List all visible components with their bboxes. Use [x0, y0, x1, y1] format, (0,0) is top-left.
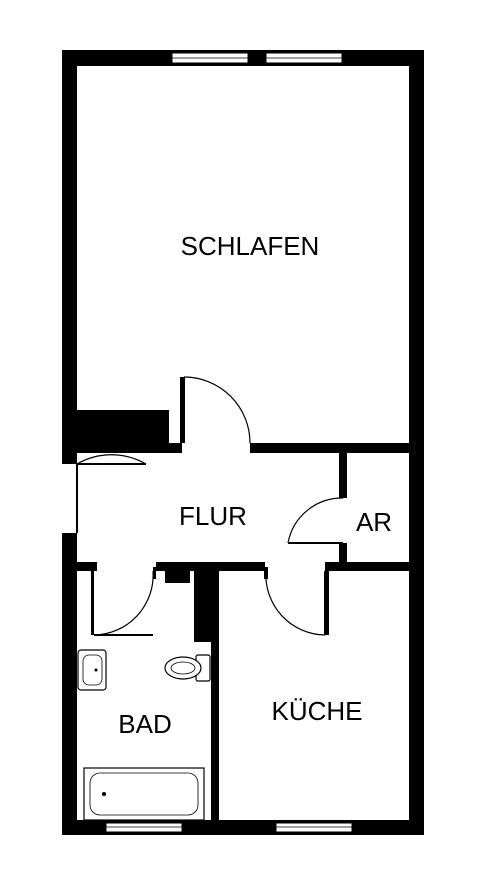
wall-schlafen-flur-left — [62, 443, 182, 453]
wall-ar-bottom — [325, 562, 424, 571]
jamb-bad-left — [91, 567, 94, 635]
sink-icon — [77, 649, 107, 691]
wall-bad-kueche — [194, 562, 219, 642]
wall-left-lower — [62, 533, 77, 835]
door-ar-arc — [287, 497, 344, 544]
jamb-schlafen-door — [180, 377, 184, 443]
wall-left-upper — [62, 50, 77, 464]
jamb-bad-right — [153, 567, 156, 579]
window-bottom-kueche — [275, 822, 353, 833]
label-flur: FLUR — [179, 501, 247, 531]
windows — [105, 52, 353, 833]
wall-flur-bad-left — [77, 562, 97, 571]
wall-schlafen-flur-right — [250, 443, 424, 453]
doors — [76, 376, 344, 636]
wall-ar-left-upper — [339, 453, 347, 498]
room-labels: SCHLAFEN FLUR AR BAD KÜCHE — [118, 231, 392, 739]
wall-right — [409, 50, 424, 835]
door-schlafen-arc — [183, 376, 251, 444]
bathtub-icon — [83, 767, 205, 821]
label-bad: BAD — [118, 709, 171, 739]
interior-walls — [62, 377, 424, 832]
fixtures — [77, 649, 211, 821]
toilet-icon — [164, 654, 211, 682]
wall-left-entry-stub — [62, 453, 77, 464]
window-bottom-bad — [105, 822, 183, 833]
wall-bad-kueche-thin — [211, 642, 219, 832]
door-kueche-arc — [265, 570, 326, 636]
label-ar: AR — [356, 507, 392, 537]
wall-flur-bad-block — [165, 571, 190, 583]
label-schlafen: SCHLAFEN — [181, 231, 320, 261]
wall-ar-left-lower — [339, 543, 347, 571]
door-entry-arc — [76, 454, 147, 465]
label-kueche: KÜCHE — [271, 696, 362, 726]
jamb-kueche-right — [325, 567, 329, 635]
door-bad-arc — [93, 570, 154, 636]
